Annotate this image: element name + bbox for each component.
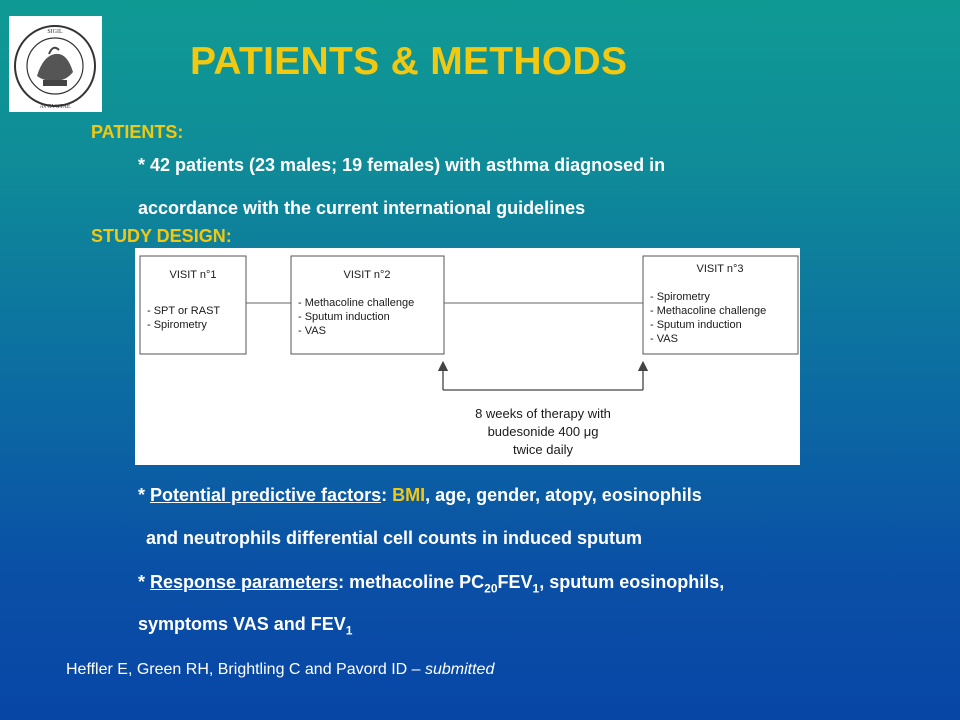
visit3-title: VISIT n°3 xyxy=(697,263,744,275)
citation-status: submitted xyxy=(424,661,495,678)
visit3-item: - Sputum induction xyxy=(650,319,742,331)
patients-line-1: * 42 patients (23 males; 19 females) wit… xyxy=(138,155,666,175)
response-sub-b: 1 xyxy=(532,581,540,596)
citation: Heffler E, Green RH, Brightling C and Pa… xyxy=(66,661,494,679)
predictive-factors-label: Potential predictive factors xyxy=(150,485,382,505)
bmi-highlight: BMI xyxy=(392,485,426,505)
study-design-heading: STUDY DESIGN: xyxy=(91,226,232,246)
study-design-diagram: VISIT n°1 - SPT or RAST - Spirometry VIS… xyxy=(135,248,800,465)
visit3-item: - Methacoline challenge xyxy=(650,305,766,317)
bullet: * xyxy=(138,572,151,592)
therapy-line: budesonide 400 μg xyxy=(488,424,599,439)
response-parameters-line-2: symptoms VAS and FEV1 xyxy=(138,614,352,638)
svg-text:SIGIL: SIGIL xyxy=(47,29,63,35)
university-seal-icon: SIGIL AVGVSTAE xyxy=(14,25,96,110)
visit1-item: - Spirometry xyxy=(147,319,207,331)
citation-authors: Heffler E, Green RH, Brightling C and Pa… xyxy=(66,661,425,678)
response-sub-c: 1 xyxy=(345,623,353,638)
response-text-b: FEV xyxy=(497,572,533,592)
predictive-factors-line-1: * Potential predictive factors: BMI, age… xyxy=(138,485,702,506)
response-parameters-label: Response parameters xyxy=(150,572,339,592)
therapy-line: 8 weeks of therapy with xyxy=(475,406,611,421)
visit2-box xyxy=(290,255,445,355)
response-text-c: , sputum eosinophils, xyxy=(539,572,725,592)
therapy-line: twice daily xyxy=(513,442,573,457)
predictive-factors-rest: , age, gender, atopy, eosinophils xyxy=(425,485,702,505)
response-text-a: methacoline PC xyxy=(349,572,485,592)
visit1-title: VISIT n°1 xyxy=(170,269,217,281)
predictive-factors-line-2: and neutrophils differential cell counts… xyxy=(146,528,643,548)
colon: : xyxy=(381,485,393,505)
visit1-box xyxy=(139,255,247,355)
visit2-item: - Sputum induction xyxy=(298,311,390,323)
svg-text:AVGVSTAE: AVGVSTAE xyxy=(39,104,70,110)
response-sub-a: 20 xyxy=(484,581,498,596)
page-title: PATIENTS & METHODS xyxy=(190,40,628,83)
colon: : xyxy=(338,572,350,592)
visit2-item: - Methacoline challenge xyxy=(298,297,414,309)
bullet: * xyxy=(138,485,151,505)
visit2-item: - VAS xyxy=(298,325,326,337)
response-line-2-text: symptoms VAS and FEV xyxy=(138,614,346,634)
visit3-box xyxy=(642,255,799,355)
patients-heading: PATIENTS: xyxy=(91,122,184,142)
visit3-item: - Spirometry xyxy=(650,291,710,303)
visit3-item: - VAS xyxy=(650,333,678,345)
response-parameters-line-1: * Response parameters: methacoline PC20F… xyxy=(138,572,724,596)
university-seal-logo: SIGIL AVGVSTAE xyxy=(9,16,102,112)
visit2-title: VISIT n°2 xyxy=(344,269,391,281)
visit1-item: - SPT or RAST xyxy=(147,305,220,317)
patients-line-2: accordance with the current internationa… xyxy=(138,198,586,218)
